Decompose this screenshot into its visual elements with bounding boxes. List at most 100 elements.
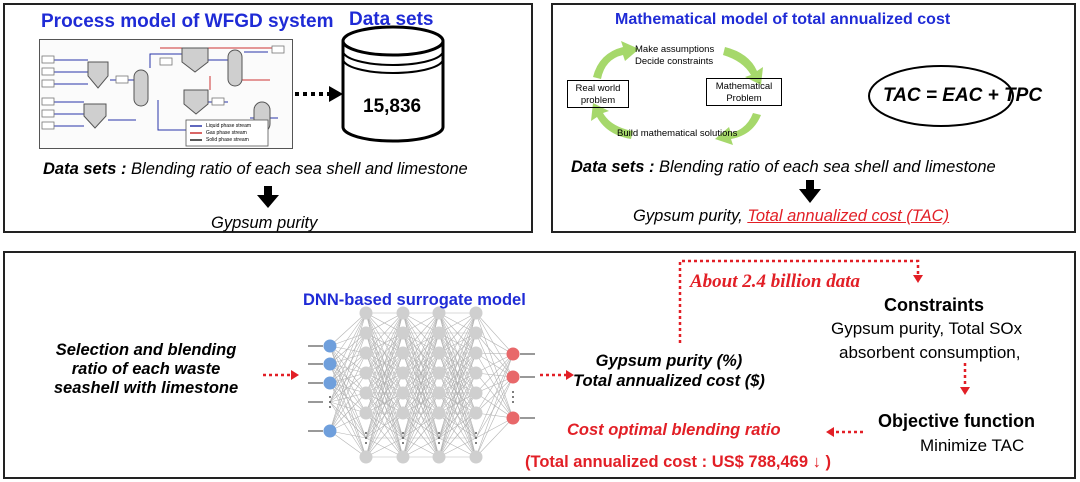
hidden-node: [359, 306, 373, 320]
bottom-drawing: [263, 259, 970, 464]
cycle-step-solutions: Build mathematical solutions: [617, 128, 738, 139]
network-edge: [329, 382, 367, 439]
network-edge: [475, 353, 514, 374]
math-cycle-drawing: [591, 41, 1014, 203]
network-edge: [475, 332, 514, 419]
hidden-node: [396, 346, 410, 360]
hidden-node: [432, 306, 446, 320]
network-edge: [438, 372, 477, 458]
network-edge: [365, 312, 404, 374]
input-line-3: seashell with limestone: [53, 379, 239, 397]
hidden-node: [396, 366, 410, 380]
down-arrow-icon: [799, 180, 821, 203]
database-cylinder-icon: [341, 25, 445, 143]
network-edge: [329, 401, 367, 439]
network-edge: [402, 372, 440, 414]
network-edge: [329, 332, 367, 432]
real-world-label-2: problem: [580, 95, 616, 106]
cost-optimal-title: Cost optimal blending ratio: [567, 421, 781, 439]
output-node: [506, 370, 520, 384]
network-edge: [402, 392, 440, 414]
network-edge: [365, 352, 404, 458]
network-edge: [475, 312, 514, 355]
hidden-node: [469, 450, 483, 464]
network-edge: [438, 352, 477, 458]
hidden-node: [469, 326, 483, 340]
datasets-title: Data sets: [349, 9, 434, 30]
objective-title: Objective function: [878, 411, 1036, 431]
network-edge: [475, 312, 514, 378]
legend-liquid: Liquid phase stream: [206, 123, 252, 129]
hidden-node: [396, 306, 410, 320]
ellipsis-dot: [365, 432, 367, 434]
hidden-node: [359, 346, 373, 360]
model-output: Gypsum purity (%) Total annualized cost …: [573, 351, 765, 391]
hidden-node: [432, 326, 446, 340]
ellipsis-dot: [475, 437, 477, 439]
network-edge: [402, 392, 440, 458]
network-edge: [438, 352, 477, 414]
hidden-node: [359, 450, 373, 464]
network-edge: [438, 392, 477, 458]
legend-solid: Solid phase stream: [206, 137, 249, 143]
network-edge: [475, 376, 514, 439]
input-description: Selection and blending ratio of each was…: [31, 341, 261, 398]
hidden-node: [469, 406, 483, 420]
network-edge: [475, 312, 514, 419]
network-edge: [475, 353, 514, 458]
network-edge: [438, 412, 477, 458]
ellipsis-dot: [512, 401, 514, 403]
ellipsis-dot: [365, 442, 367, 444]
network-edge: [329, 345, 367, 394]
tac-output-tac: Total annualized cost (TAC): [747, 207, 950, 225]
network-edge: [438, 312, 477, 374]
math-model-title: Mathematical model of total annualized c…: [615, 11, 951, 28]
ellipsis-dot: [475, 442, 477, 444]
process-model-title: Process model of WFGD system: [41, 11, 334, 32]
network-edge: [475, 353, 514, 394]
input-node: [323, 339, 337, 353]
flowsheet-drawing: [41, 45, 285, 147]
data-volume-note: About 2.4 billion data: [690, 271, 860, 292]
network-edge: [329, 345, 367, 374]
network-edge: [365, 332, 404, 414]
network-edge: [438, 372, 477, 414]
network-edge: [329, 372, 367, 403]
network-edge: [402, 352, 440, 458]
network-edge: [329, 363, 367, 414]
hidden-node: [469, 306, 483, 320]
network-edge: [475, 376, 514, 394]
network-edge: [402, 312, 440, 394]
network-edge: [475, 332, 514, 378]
network-edge: [438, 312, 477, 414]
network-edge: [329, 372, 367, 432]
network-edge: [475, 332, 514, 355]
network-edge: [402, 412, 440, 458]
network-edge: [402, 312, 440, 414]
network-edge: [365, 372, 404, 458]
tac-output-gypsum: Gypsum purity,: [633, 207, 748, 225]
top-left-arrows: [257, 25, 445, 208]
network-edge: [329, 412, 367, 432]
hidden-node: [469, 366, 483, 380]
network-edge: [402, 437, 440, 458]
datasets-line: Data sets : Blending ratio of each sea s…: [571, 158, 996, 177]
network-edge: [365, 312, 404, 394]
network-edge: [402, 312, 440, 334]
network-edge: [365, 392, 404, 458]
cycle-arrows: [591, 41, 763, 145]
hidden-node: [432, 386, 446, 400]
cost-optimal-result: (Total annualized cost : US$ 788,469 ↓ ): [525, 453, 831, 471]
ellipsis-dot: [438, 432, 440, 434]
network-edge: [365, 312, 404, 334]
hidden-node: [396, 326, 410, 340]
datasets-count: 15,836: [363, 96, 422, 117]
hidden-node: [469, 346, 483, 360]
constraints-line-1: Gypsum purity, Total SOx: [831, 319, 1023, 338]
network-edge: [438, 332, 477, 414]
mathematical-label-2: Problem: [726, 93, 762, 104]
network-edge: [438, 312, 477, 394]
network-edge: [365, 392, 404, 414]
network-edge: [475, 352, 514, 378]
ellipsis-dot: [512, 396, 514, 398]
